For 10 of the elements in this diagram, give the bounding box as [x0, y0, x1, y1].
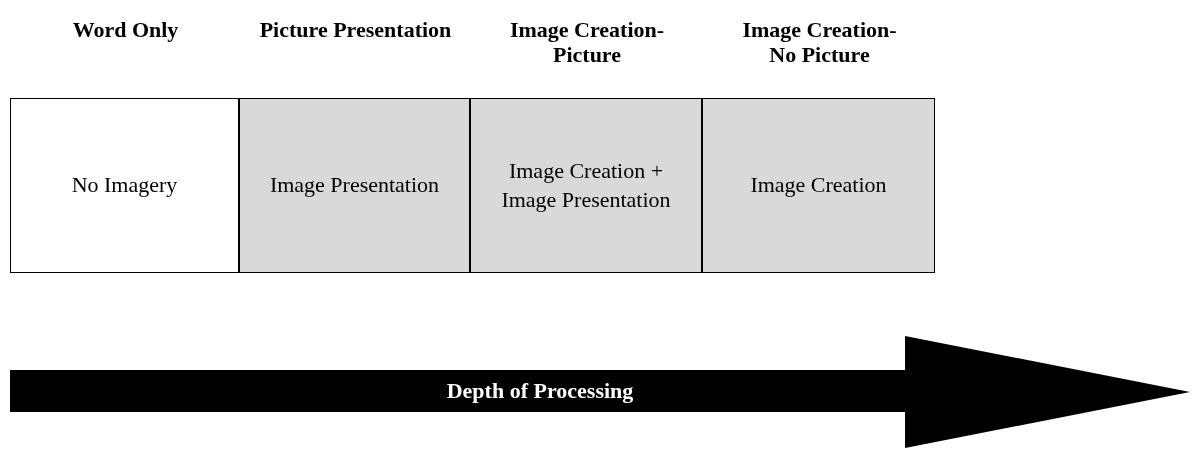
cell-text: Image Presentation	[268, 171, 441, 200]
cell-text: Image Creation	[749, 171, 888, 200]
arrow-label: Depth of Processing	[445, 378, 635, 404]
column-heading: Picture Presentation	[258, 17, 453, 43]
cell-text: Image Creation + Image Presentation	[500, 156, 672, 214]
cell-text: No Imagery	[70, 171, 179, 200]
direction-arrow	[10, 336, 1190, 448]
column-heading: Image Creation- Picture	[508, 17, 666, 68]
column-heading: Word Only	[71, 17, 180, 43]
column-heading: Image Creation- No Picture	[741, 17, 898, 68]
